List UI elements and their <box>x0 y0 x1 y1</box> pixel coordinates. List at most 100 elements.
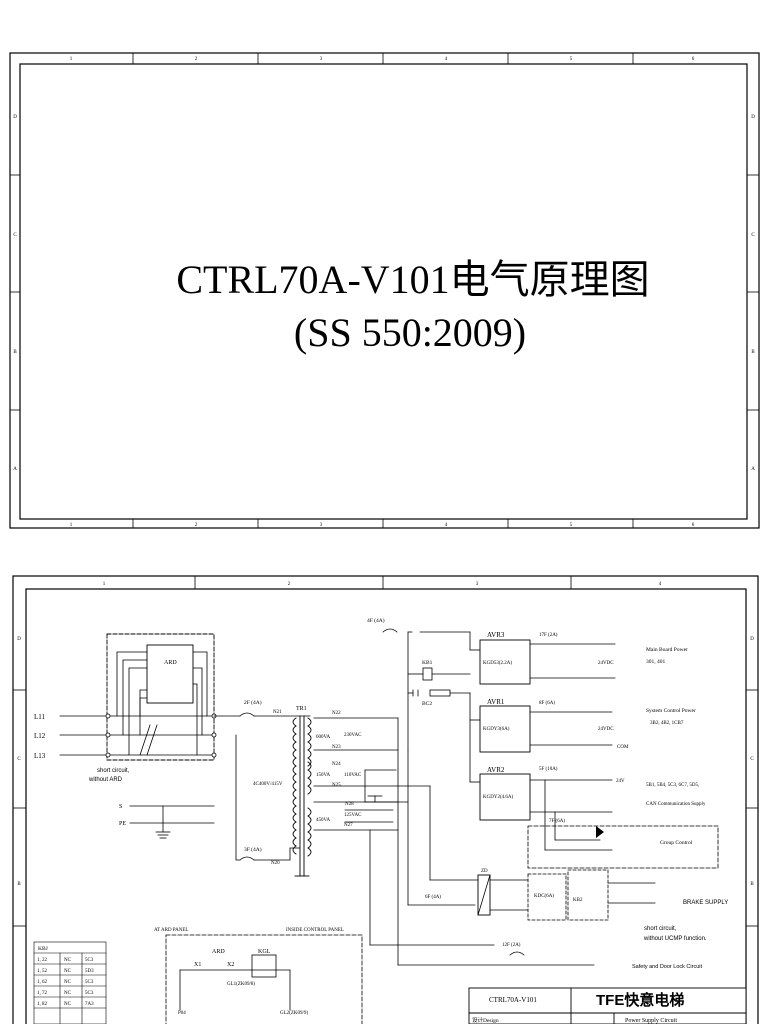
wire-n22: N22 <box>332 711 341 716</box>
bc2-label: BC2 <box>422 701 432 707</box>
avr2-box <box>479 773 531 821</box>
avr3-name: AVR3 <box>487 631 505 639</box>
cover-col-mark-1b: 1 <box>70 523 73 528</box>
tr1-450va: 450VA <box>316 818 330 823</box>
sch-col-mark-3: 3 <box>476 582 479 587</box>
kbj-table <box>33 941 107 1024</box>
fuse-12f: 12F (2A) <box>502 943 521 948</box>
title-sheet-title: Power Supply Circuit <box>625 1018 677 1024</box>
cover-inner-frame <box>19 63 748 520</box>
cover-col-mark-1: 1 <box>70 57 73 62</box>
wire-n24: N24 <box>332 762 341 767</box>
avr2-part: KGDY2(4.6A) <box>483 795 513 800</box>
schematic-sheet: 1 2 3 4 D C B D C B ARD <box>12 575 759 1024</box>
cover-col-mark-2b: 2 <box>195 523 198 528</box>
kbj-r3-c0: 1, 72 <box>37 991 48 996</box>
cover-outer-frame <box>9 52 760 529</box>
wire-n23: N23 <box>332 745 341 750</box>
inside-control-panel: INSIDE CONTROL PANEL <box>286 928 344 933</box>
cover-title: CTRL70A-V101电气原理图 <box>176 257 649 302</box>
title-drawing-no: CTRL70A-V101 <box>489 996 537 1004</box>
kbj-r2-c2: 5C3 <box>85 980 94 985</box>
kdc-label: KDC(6A) <box>534 894 554 899</box>
tr1-230vac: 230VAC <box>344 733 362 738</box>
gl2-label: GL2(ZK09/9) <box>280 1011 308 1016</box>
ard-label: ARD <box>164 660 177 666</box>
cover-row-mark-a-r: A <box>751 467 755 472</box>
tr1-110vac: 110VAC <box>344 773 362 778</box>
gl1-label: GL1(ZK09/8) <box>227 982 255 987</box>
avr1-part: KGDY3(6A) <box>483 727 510 732</box>
avr3-part: KGD53(2.2A) <box>483 661 512 666</box>
kbj-r1-c2: 5D3 <box>85 969 94 974</box>
p04-label: P04 <box>178 1011 186 1016</box>
avr2-name: AVR2 <box>487 766 505 774</box>
safety-chain-label: Safety and Door Lock Circuit <box>632 964 702 970</box>
tr1-600va: 600VA <box>316 735 330 740</box>
title-brand: TFE快意电梯 <box>596 991 684 1009</box>
kdc-box <box>527 873 567 921</box>
kb2-box <box>567 869 609 921</box>
title-design-label: 设计Design <box>472 1016 499 1024</box>
avr2-desc2: CAN Communication Supply <box>646 802 706 807</box>
kbj-r3-c2: 5C3 <box>85 991 94 996</box>
cover-col-mark-4b: 4 <box>445 523 448 528</box>
avr3-desc1: Main Board Power <box>646 647 688 653</box>
fuse-6f: 6F (4A) <box>425 895 441 900</box>
cover-row-mark-a: A <box>13 467 17 472</box>
sch-row-mark-d-r: D <box>750 637 754 642</box>
avr1-name: AVR1 <box>487 698 505 706</box>
cover-col-mark-3b: 3 <box>320 523 323 528</box>
transformer-tr1 <box>292 715 312 877</box>
ucmp-note-2: without UCMP function. <box>643 936 707 942</box>
kbj-r0-c2: 5C3 <box>85 958 94 963</box>
avr1-out: 24VDC <box>598 727 614 732</box>
cover-row-mark-d-r: D <box>751 115 755 120</box>
kb2-label: KB2 <box>573 898 583 903</box>
group-control-label: Group Control <box>660 840 693 846</box>
fuse-4f: 4F (4A) <box>367 617 385 624</box>
wire-n21: N21 <box>273 710 282 715</box>
cover-subtitle: (SS 550:2009) <box>294 310 526 355</box>
brake-supply: BRAKE SUPPLY <box>683 900 728 906</box>
kbj-header: KBJ <box>38 946 49 952</box>
ard-module <box>146 644 194 704</box>
sch-col-mark-1: 1 <box>103 582 106 587</box>
ard-dashed-box <box>106 633 215 761</box>
fuse-7f: 7F (6A) <box>549 819 565 824</box>
input-l12: L12 <box>34 732 46 740</box>
sch-row-mark-d: D <box>17 637 21 642</box>
fuse-8f: 8F (6A) <box>539 701 555 706</box>
avr1-desc1: System Control Power <box>646 708 696 714</box>
kbj-r4-c1: NC <box>64 1002 72 1007</box>
tr1-150va: 150VA <box>316 773 330 778</box>
x2-label: X2 <box>227 962 234 968</box>
input-l13: L13 <box>34 752 46 760</box>
kbj-r0-c1: NC <box>64 958 72 963</box>
cover-row-mark-c: C <box>13 233 17 238</box>
cover-col-mark-4: 4 <box>445 57 448 62</box>
ucmp-note-1: short circuit, <box>644 926 677 932</box>
avr1-box <box>479 705 531 753</box>
cover-row-mark-c-r: C <box>751 233 755 238</box>
sch-row-mark-b: B <box>17 882 21 887</box>
group-control-box <box>527 825 719 869</box>
tr1-primary-rating: 4C400V/415V <box>253 782 283 787</box>
cover-col-mark-5: 5 <box>570 57 573 62</box>
cover-row-mark-d: D <box>13 115 17 120</box>
wire-n27: N27 <box>344 823 353 828</box>
kgl-label: KGL <box>258 949 271 955</box>
zd-component <box>477 874 491 916</box>
pe-label-pe: PE <box>119 821 126 827</box>
cover-row-mark-b: B <box>13 350 17 355</box>
fuse-2f: 2F (4A) <box>244 699 262 706</box>
fuse-5f: 5F (10A) <box>539 767 558 772</box>
kbj-r4-c0: 1, 82 <box>37 1002 48 1007</box>
tr1-label: TR1 <box>296 706 307 712</box>
fuse-17f: 17F (2A) <box>539 633 558 638</box>
input-l11: L11 <box>34 713 46 721</box>
wire-n25: N25 <box>332 783 341 788</box>
short-note-ard-1: short circuit, <box>97 768 130 774</box>
cover-col-mark-6b: 6 <box>692 523 695 528</box>
